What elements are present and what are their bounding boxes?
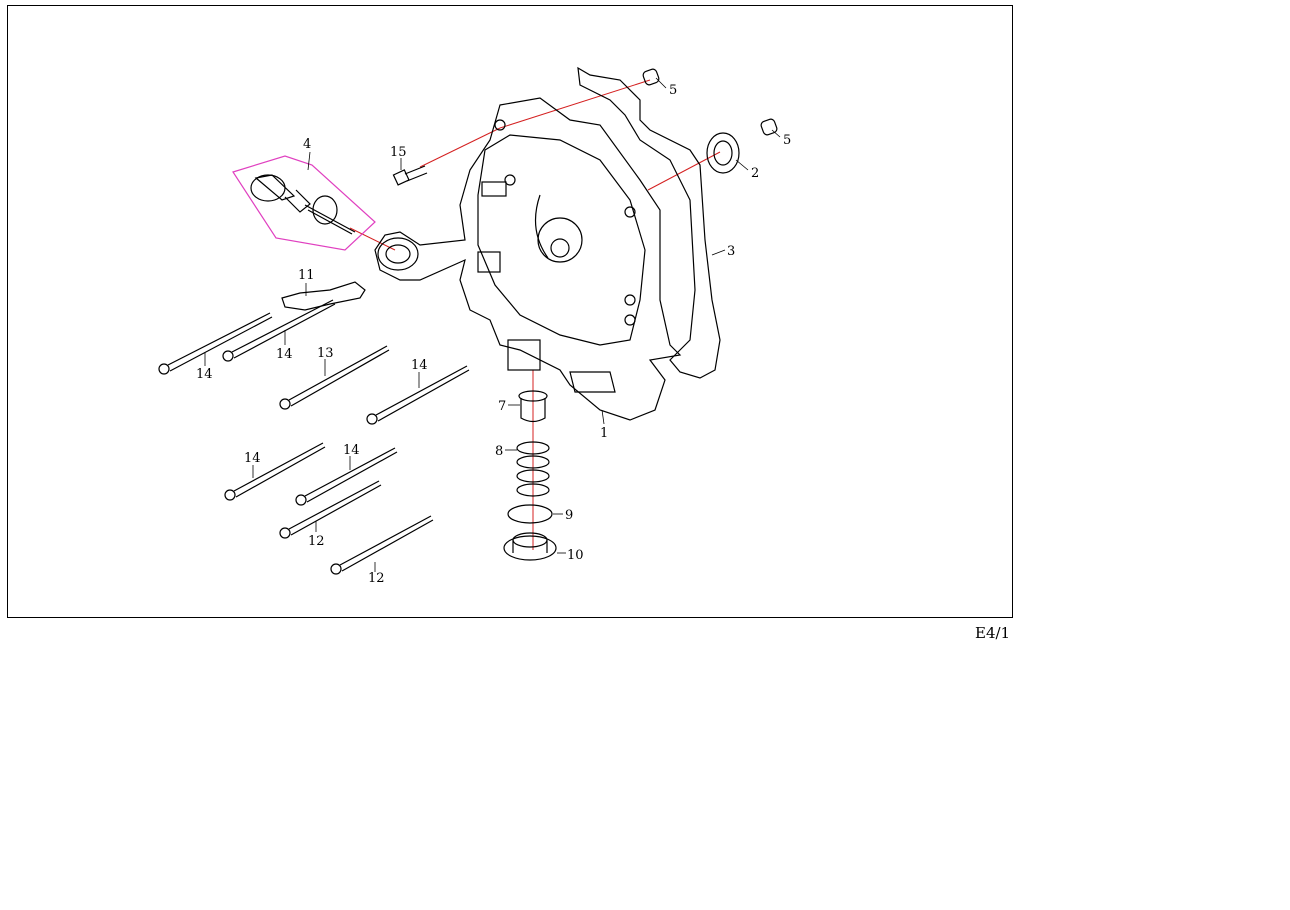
part-8-spring <box>516 441 550 497</box>
long-bolts <box>158 299 470 575</box>
label-part-8: 8 <box>495 444 503 459</box>
label-part-14-a: 14 <box>196 367 213 382</box>
part-2-oil-seal <box>706 132 740 174</box>
part-15-bolt <box>392 165 428 186</box>
label-part-14-d: 14 <box>244 451 261 466</box>
part-number-labels: 1 2 3 4 5 5 7 8 9 10 11 12 12 13 14 14 1… <box>196 83 791 586</box>
dipstick-highlight-outline <box>232 155 376 251</box>
bolt-13 <box>279 345 390 410</box>
label-part-13: 13 <box>317 346 334 361</box>
label-part-5-a: 5 <box>669 83 677 98</box>
diagram-frame <box>7 5 1013 618</box>
part-9-o-ring <box>507 504 553 524</box>
part-7-strainer <box>518 390 548 423</box>
label-part-15: 15 <box>390 145 407 160</box>
part-1-crankcase-cover <box>374 97 682 421</box>
label-part-14-e: 14 <box>343 443 360 458</box>
label-part-12-a: 12 <box>368 571 385 586</box>
bolt-12-a <box>279 480 382 539</box>
bolt-14-c <box>366 365 470 425</box>
drain-plug-stack <box>503 390 557 561</box>
page-code: E4/1 <box>975 624 1011 642</box>
bolt-14-e <box>295 447 398 506</box>
part-5-dowel-pins <box>642 68 778 136</box>
label-part-7: 7 <box>498 399 506 414</box>
bolt-14-a <box>158 312 273 375</box>
label-part-1: 1 <box>600 426 608 441</box>
label-part-4: 4 <box>303 137 311 152</box>
part-4-dipstick <box>250 174 356 235</box>
part-3-gasket <box>577 66 721 379</box>
label-part-9: 9 <box>565 508 573 523</box>
label-part-3: 3 <box>727 244 735 259</box>
part-11-bracket <box>281 281 366 311</box>
label-part-11: 11 <box>298 268 315 283</box>
label-part-14-c: 14 <box>411 358 428 373</box>
bolt-14-b <box>222 299 336 362</box>
label-part-5-b: 5 <box>783 133 791 148</box>
label-part-12-b: 12 <box>308 534 325 549</box>
label-leaders <box>204 77 781 572</box>
label-part-10: 10 <box>567 548 584 563</box>
bolt-12-b <box>330 515 434 575</box>
label-part-2: 2 <box>751 166 759 181</box>
part-10-drain-plug <box>503 532 557 561</box>
label-part-14-b: 14 <box>276 347 293 362</box>
bolt-14-d <box>224 442 326 501</box>
